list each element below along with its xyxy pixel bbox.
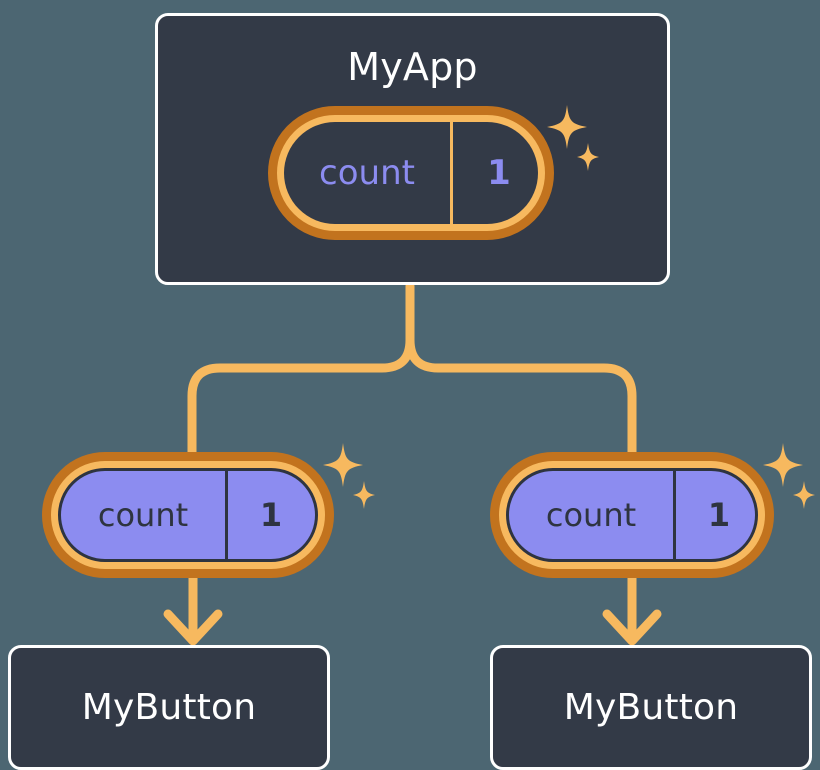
state-pill-child-right[interactable]: count 1	[490, 452, 774, 578]
page-title: MyApp	[347, 45, 478, 89]
state-value-label: 1	[673, 471, 755, 559]
state-key-label: count	[545, 496, 637, 534]
state-pill-inner: count 1	[284, 122, 538, 224]
state-value-label: 1	[225, 471, 314, 559]
component-title: MyButton	[563, 686, 739, 728]
state-pill-myapp[interactable]: count 1	[268, 106, 554, 240]
state-pill-frame: count 1	[268, 106, 554, 240]
state-pill-inner: count 1	[58, 468, 318, 562]
component-card-mybutton-left[interactable]: MyButton	[8, 645, 330, 770]
state-key-label: count	[97, 496, 189, 534]
tree-branch-icon	[187, 281, 415, 457]
state-pill-inner: count 1	[506, 468, 758, 562]
component-card-mybutton-right[interactable]: MyButton	[490, 645, 812, 770]
state-value-label: 1	[450, 122, 538, 224]
state-pill-frame: count 1	[490, 452, 774, 578]
state-pill-child-left[interactable]: count 1	[42, 452, 334, 578]
arrow-down-icon-left	[163, 572, 223, 646]
arrow-down-icon-right	[602, 572, 662, 646]
tree-branch-right-icon	[405, 335, 637, 457]
state-pill-frame: count 1	[42, 452, 334, 578]
state-key-label: count	[319, 153, 415, 193]
component-title: MyButton	[81, 686, 257, 728]
